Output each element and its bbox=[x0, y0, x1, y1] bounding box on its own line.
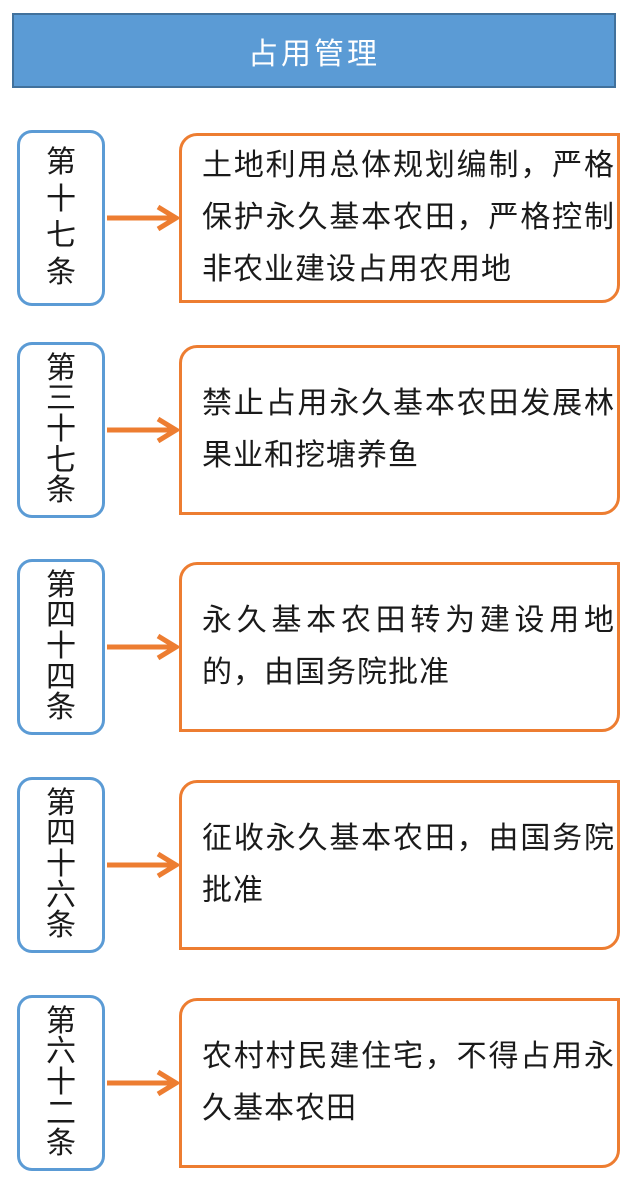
description-text: 农村村民建住宅，不得占用永久基本农田 bbox=[202, 1040, 615, 1125]
description-box: 永久基本农田转为建设用地的，由国务院批准 bbox=[179, 562, 620, 732]
flow-row: 第四十四条 永久基本农田转为建设用地的，由国务院批准 bbox=[17, 559, 623, 735]
header-banner: 占用管理 bbox=[12, 13, 616, 88]
description-box: 土地利用总体规划编制，严格保护永久基本农田，严格控制非农业建设占用农用地 bbox=[179, 133, 620, 303]
article-number-box: 第四十四条 bbox=[17, 559, 105, 735]
article-number-box: 第四十六条 bbox=[17, 777, 105, 953]
flow-row: 第十七条 土地利用总体规划编制，严格保护永久基本农田，严格控制非农业建设占用农用… bbox=[17, 130, 623, 306]
arrow-right-icon bbox=[107, 851, 179, 879]
arrow-right-icon bbox=[107, 1069, 179, 1097]
description-text: 禁止占用永久基本农田发展林果业和挖塘养鱼 bbox=[202, 387, 615, 472]
page-title: 占用管理 bbox=[248, 37, 380, 71]
flow-row: 第六十二条 农村村民建住宅，不得占用永久基本农田 bbox=[17, 995, 623, 1171]
article-number-box: 第六十二条 bbox=[17, 995, 105, 1171]
article-number-box: 第三十七条 bbox=[17, 342, 105, 518]
arrow-right-icon bbox=[107, 633, 179, 661]
flow-row: 第四十六条 征收永久基本农田，由国务院批准 bbox=[17, 777, 623, 953]
article-number-box: 第十七条 bbox=[17, 130, 105, 306]
description-text: 征收永久基本农田，由国务院批准 bbox=[202, 822, 615, 907]
description-box: 征收永久基本农田，由国务院批准 bbox=[179, 780, 620, 950]
description-text: 永久基本农田转为建设用地的，由国务院批准 bbox=[202, 604, 615, 689]
description-box: 农村村民建住宅，不得占用永久基本农田 bbox=[179, 998, 620, 1168]
description-text: 土地利用总体规划编制，严格保护永久基本农田，严格控制非农业建设占用农用地 bbox=[202, 149, 615, 286]
arrow-right-icon bbox=[107, 204, 179, 232]
flow-row: 第三十七条 禁止占用永久基本农田发展林果业和挖塘养鱼 bbox=[17, 342, 623, 518]
arrow-right-icon bbox=[107, 416, 179, 444]
description-box: 禁止占用永久基本农田发展林果业和挖塘养鱼 bbox=[179, 345, 620, 515]
